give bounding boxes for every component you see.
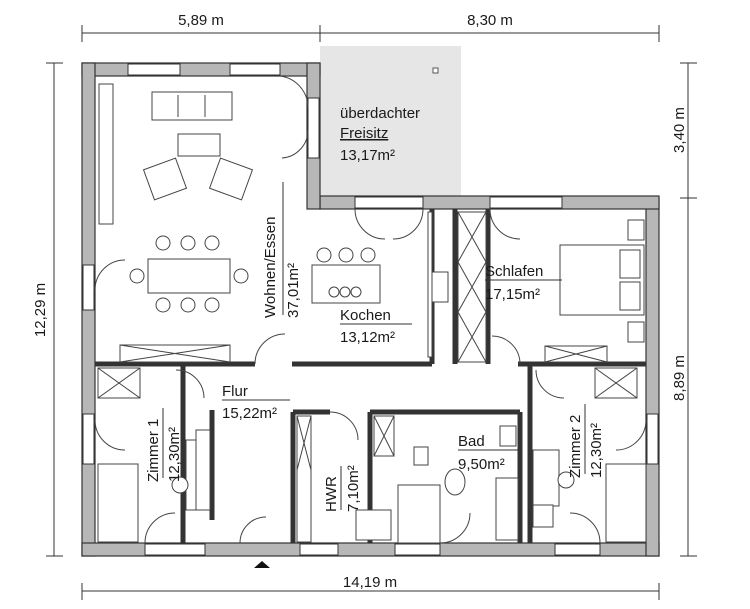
dim-bottom: 14,19 m	[343, 574, 397, 591]
freisitz-label-line2: Freisitz	[340, 125, 388, 142]
freisitz-area: 13,17m²	[340, 147, 395, 164]
furniture	[97, 83, 647, 544]
wohnen-label: Wohnen/Essen	[262, 217, 279, 318]
dim-right-top: 3,40 m	[671, 107, 688, 153]
kochen-area: 13,12m²	[340, 329, 395, 346]
kochen-label: Kochen	[340, 307, 391, 324]
bad-label: Bad	[458, 433, 485, 450]
flur-area: 15,22m²	[222, 405, 277, 422]
zimmer1-label: Zimmer 1	[145, 419, 162, 482]
flur-label: Flur	[222, 383, 248, 400]
windows	[82, 63, 659, 556]
bad-area: 9,50m²	[458, 456, 505, 473]
zimmer2-label: Zimmer 2	[567, 415, 584, 478]
hwr-area: 7,10m²	[345, 465, 362, 512]
interior-walls	[95, 209, 646, 543]
schlafen-label: Schlafen	[485, 263, 543, 280]
wohnen-area: 37,01m²	[285, 263, 302, 318]
dimension-lines	[46, 25, 697, 600]
hwr-label: HWR	[323, 476, 340, 512]
entrance-arrow	[254, 561, 270, 568]
terrace-post	[432, 67, 439, 74]
dim-left: 12,29 m	[32, 283, 49, 337]
zimmer2-area: 12,30m²	[588, 423, 605, 478]
zimmer1-area: 12,30m²	[166, 427, 183, 482]
schlafen-area: 17,15m²	[485, 286, 540, 303]
dim-top-left: 5,89 m	[178, 12, 224, 29]
dim-right-bottom: 8,89 m	[671, 355, 688, 401]
freisitz-label-line1: überdachter	[340, 105, 420, 122]
dim-top-right: 8,30 m	[467, 12, 513, 29]
doors	[94, 75, 647, 544]
